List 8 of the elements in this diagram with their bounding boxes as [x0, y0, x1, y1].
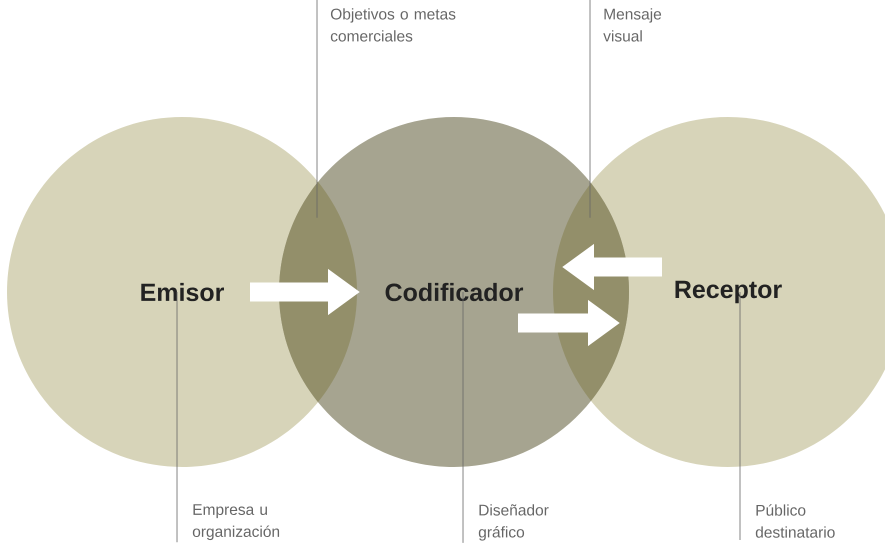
- caption-text: Público destinatario: [756, 504, 835, 538]
- caption-text: Objetivos o metas comerciales: [330, 8, 456, 42]
- leader-line: [176, 292, 178, 543]
- caption-text: Mensaje visual: [603, 8, 662, 42]
- leader-line: [316, 0, 318, 218]
- leader-line: [462, 292, 464, 544]
- caption-text: Empresa u organización: [192, 504, 280, 540]
- caption-text: Diseñador gráfico: [478, 504, 549, 541]
